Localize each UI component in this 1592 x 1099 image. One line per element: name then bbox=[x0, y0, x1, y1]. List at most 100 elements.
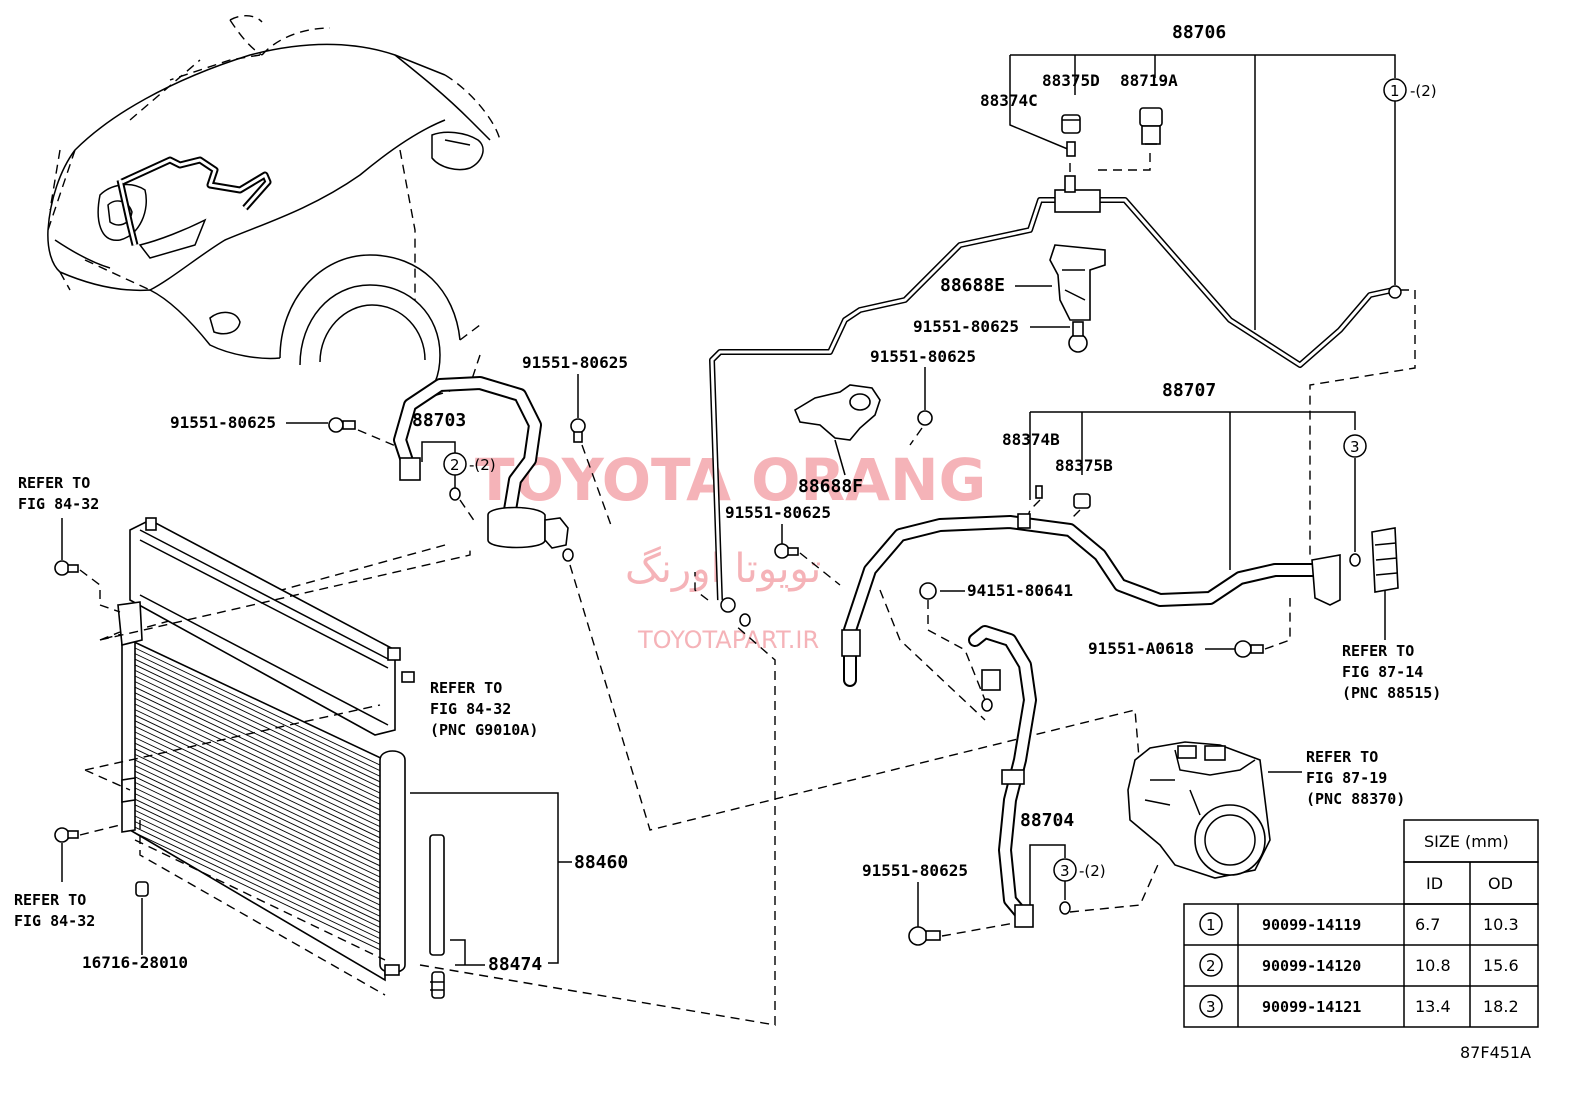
valve-core-88374B-icon bbox=[1035, 485, 1043, 499]
bolt-91551-80625-a-icon bbox=[570, 418, 586, 434]
part-number-88460[interactable]: 88460 bbox=[574, 852, 628, 873]
size-table-key-2-badge bbox=[1199, 953, 1223, 977]
size-table-od-2: 15.6 bbox=[1483, 956, 1519, 975]
bracket-88688E-group: 88688E 91551-80625 bbox=[913, 244, 1106, 353]
ref-fig-87-19-line2[interactable]: FIG 87-19 bbox=[1306, 769, 1387, 787]
cap-88375B-icon bbox=[1073, 493, 1091, 509]
bolt-91551-A0618-icon bbox=[1234, 640, 1252, 658]
o-ring-3-icon bbox=[1349, 553, 1361, 567]
size-table-od-3: 18.2 bbox=[1483, 997, 1519, 1016]
part-number-88706[interactable]: 88706 bbox=[1172, 22, 1226, 43]
size-table-part-1: 90099-14119 bbox=[1262, 916, 1361, 934]
bolt-91551-80625-b-icon bbox=[328, 417, 344, 433]
ref-fig-87-14-line2[interactable]: FIG 87-14 bbox=[1342, 663, 1423, 681]
ref-fig-87-19-line3[interactable]: (PNC 88370) bbox=[1306, 790, 1405, 808]
o-ring-key-2-qty: -(2) bbox=[469, 456, 496, 474]
clamp-88688F-group: 91551-80625 88688F bbox=[793, 347, 976, 497]
hose-88707-group: 88707 88374B 88375B 3 91551-A0618 94151-… bbox=[841, 380, 1367, 721]
o-ring-1-icon bbox=[1388, 285, 1402, 299]
pressure-switch-88719A-icon bbox=[1139, 107, 1163, 127]
ref-fig-84-32-bottom-line1[interactable]: REFER TO bbox=[14, 891, 86, 909]
diagram-code: 87F451A bbox=[1460, 1043, 1531, 1062]
part-number-88719A[interactable]: 88719A bbox=[1120, 71, 1178, 90]
condenser-88460-group: 88460 88474 16716-28010 bbox=[54, 517, 776, 1026]
desiccant-88474-icon bbox=[429, 834, 445, 956]
o-ring-key-3-badge-a[interactable] bbox=[1343, 434, 1367, 458]
part-number-88707[interactable]: 88707 bbox=[1162, 380, 1216, 401]
size-table-od-1: 10.3 bbox=[1483, 915, 1519, 934]
o-ring-2-icon bbox=[449, 487, 461, 501]
part-number-88474[interactable]: 88474 bbox=[488, 954, 542, 975]
bolt-94151-80641-label[interactable]: 94151-80641 bbox=[967, 581, 1073, 600]
bolt-91551-80625-d-label[interactable]: 91551-80625 bbox=[862, 861, 968, 880]
compressor-illustration bbox=[1127, 741, 1271, 879]
watermark: TOYOTA ORANG تویوتا اورنگ TOYOTAPART.IR bbox=[475, 446, 986, 654]
part-number-88375D[interactable]: 88375D bbox=[1042, 71, 1100, 90]
size-table-key-2: 2 bbox=[1206, 957, 1216, 975]
bolt-91551-80625-c-icon bbox=[774, 543, 790, 559]
pipe-service-block bbox=[1054, 189, 1101, 213]
part-number-88703[interactable]: 88703 bbox=[412, 410, 466, 431]
ref-fig-87-14-line3[interactable]: (PNC 88515) bbox=[1342, 684, 1441, 702]
clamp-88688F-icon bbox=[793, 384, 881, 441]
bolt-91551-80625-c-label[interactable]: 91551-80625 bbox=[725, 503, 831, 522]
size-table-col-id: ID bbox=[1426, 874, 1443, 893]
expansion-valve-icon bbox=[1371, 527, 1399, 593]
part-number-88375B[interactable]: 88375B bbox=[1055, 456, 1113, 475]
size-table-id-3: 13.4 bbox=[1415, 997, 1451, 1016]
hose-88704-fitting-bottom bbox=[1014, 904, 1034, 928]
bolt-radiator-top-icon bbox=[54, 560, 70, 576]
size-table-part-3: 90099-14121 bbox=[1262, 998, 1361, 1016]
part-number-16716-28010[interactable]: 16716-28010 bbox=[82, 953, 188, 972]
cap-88474-icon bbox=[431, 971, 445, 999]
bracket-88688E-icon bbox=[1049, 244, 1106, 321]
hose-88704-fitting-top bbox=[981, 669, 1001, 691]
bolt-91551-80625-e-label[interactable]: 91551-80625 bbox=[913, 317, 1019, 336]
watermark-site: TOYOTAPART.IR bbox=[637, 626, 819, 654]
bolt-91551-80625-f-icon bbox=[917, 410, 933, 426]
o-ring-key-1-badge[interactable] bbox=[1383, 78, 1407, 102]
bolt-91551-80625-d-icon bbox=[908, 926, 928, 946]
o-ring-key-3-qty: -(2) bbox=[1079, 862, 1106, 880]
receiver-tank bbox=[379, 750, 406, 974]
size-table-title: SIZE (mm) bbox=[1424, 832, 1509, 851]
size-table-id-2: 10.8 bbox=[1415, 956, 1451, 975]
ref-fig-87-19-line1[interactable]: REFER TO bbox=[1306, 748, 1378, 766]
bolt-94151-80641-icon bbox=[919, 582, 937, 600]
cushion-16716-icon bbox=[135, 881, 149, 897]
ref-fig-84-32-bottom-line2[interactable]: FIG 84-32 bbox=[14, 912, 95, 930]
ref-fig-87-14-line1[interactable]: REFER TO bbox=[1342, 642, 1414, 660]
bolt-91551-80625-b-label[interactable]: 91551-80625 bbox=[170, 413, 276, 432]
ref-fig-84-32-pnc-line2[interactable]: FIG 84-32 bbox=[430, 700, 511, 718]
part-number-88704[interactable]: 88704 bbox=[1020, 810, 1074, 831]
hose-88704-group: 88704 3 -(2) bbox=[968, 625, 1161, 928]
ref-fig-84-32-pnc-line1[interactable]: REFER TO bbox=[430, 679, 502, 697]
bolt-91551-A0618-label[interactable]: 91551-A0618 bbox=[1088, 639, 1194, 658]
valve-core-88374C-icon bbox=[1066, 141, 1076, 157]
part-number-88688F[interactable]: 88688F bbox=[798, 476, 863, 497]
hose-88703-fitting bbox=[399, 457, 421, 481]
bolts-misc: 91551-80625 91551-80625 91551-80625 9155… bbox=[170, 353, 1021, 946]
condenser-fins bbox=[134, 647, 383, 952]
ref-fig-84-32-top-line2[interactable]: FIG 84-32 bbox=[18, 495, 99, 513]
size-table-part-2: 90099-14120 bbox=[1262, 957, 1361, 975]
size-table-key-3: 3 bbox=[1206, 998, 1216, 1016]
size-table-col-od: OD bbox=[1488, 874, 1513, 893]
o-ring-key-3-number-a: 3 bbox=[1350, 438, 1360, 456]
part-number-88374B[interactable]: 88374B bbox=[1002, 430, 1060, 449]
size-table-key-1-badge bbox=[1199, 912, 1223, 936]
o-ring-key-2-number: 2 bbox=[450, 456, 460, 474]
ref-fig-84-32-pnc-line3[interactable]: (PNC G9010A) bbox=[430, 721, 538, 739]
part-number-88688E[interactable]: 88688E bbox=[940, 275, 1005, 296]
o-ring-key-3-number-b: 3 bbox=[1060, 862, 1070, 880]
bolt-91551-80625-a-label[interactable]: 91551-80625 bbox=[522, 353, 628, 372]
part-number-88374C[interactable]: 88374C bbox=[980, 91, 1038, 110]
ref-fig-84-32-top-line1[interactable]: REFER TO bbox=[18, 474, 90, 492]
tube-88706-group: 88706 88375D 88719A 88374C 1 -(2) bbox=[694, 22, 1437, 627]
bolt-91551-80625-f-label[interactable]: 91551-80625 bbox=[870, 347, 976, 366]
hose-88703-group: 88703 2 -(2) bbox=[99, 376, 1141, 831]
hose-88703-muffler bbox=[487, 506, 546, 549]
